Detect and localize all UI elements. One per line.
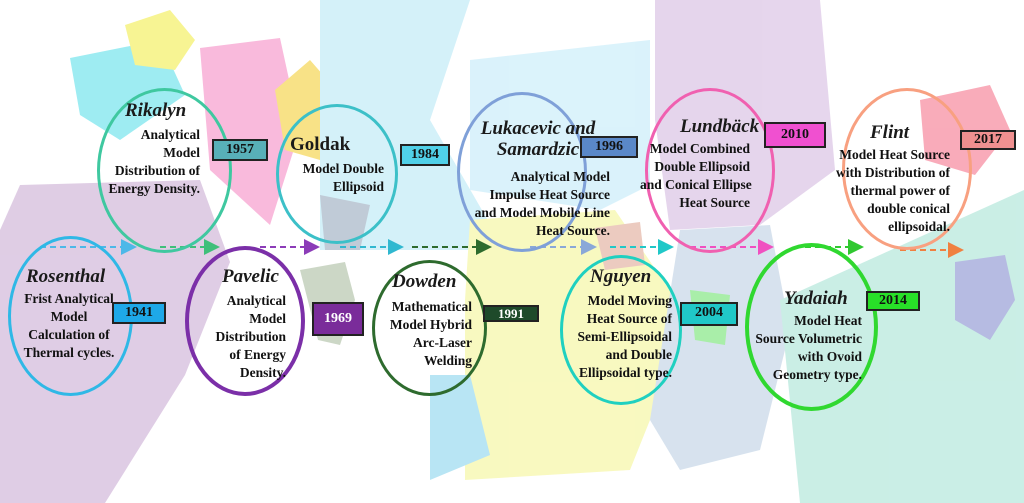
desc-line: Ellipsoidal type.	[578, 365, 672, 380]
year-badge-1957: 1957	[212, 139, 268, 161]
ring-pavelic	[185, 246, 305, 396]
desc-line: Heat Source	[679, 195, 750, 210]
desc-line: Model	[50, 309, 88, 324]
ring-yadaiah	[745, 243, 878, 411]
desc-line: Model Heat Source	[839, 147, 950, 162]
milestone-name-flint: Flint	[870, 122, 910, 143]
desc-line: Model Combined	[649, 141, 750, 156]
milestone-desc-yadaiah: Model Heat Source Volumetric with Ovoid …	[740, 312, 862, 384]
milestone-name-goldak: Goldak	[290, 134, 351, 155]
desc-line: Energy Density.	[108, 181, 200, 196]
desc-line: Ellipsoid	[332, 179, 384, 194]
year-badge-2004: 2004	[680, 302, 738, 326]
name-line: Lukacevic and	[480, 118, 596, 139]
desc-line: Heat Source of	[586, 311, 672, 326]
desc-line: Analytical Model	[510, 169, 610, 184]
year-badge-2017: 2017	[960, 130, 1016, 150]
ring-lundback	[645, 88, 775, 253]
desc-line: Mathematical	[391, 299, 472, 314]
year-badge-1991: 1991	[483, 305, 539, 322]
milestone-name-rosenthal: Rosenthal	[26, 266, 106, 287]
milestone-desc-pavelic: Analytical Model Distribution of Energy …	[190, 292, 286, 382]
desc-line: Heat Source.	[536, 223, 610, 238]
desc-line: Calculation of	[28, 327, 110, 342]
milestone-desc-lukacevic: Analytical Model Impulse Heat Source and…	[470, 168, 610, 240]
desc-line: Thermal cycles.	[23, 345, 115, 360]
desc-line: Model	[249, 311, 286, 326]
year-badge-1941: 1941	[112, 302, 166, 324]
ring-flint	[842, 88, 972, 250]
milestone-desc-goldak: Model Double Ellipsoid	[288, 160, 384, 196]
ring-rikalyn	[97, 88, 232, 253]
desc-line: Model Hybrid	[389, 317, 472, 332]
desc-line: Frist Analytical	[24, 291, 114, 306]
milestone-name-nguyen: Nguyen	[590, 266, 652, 287]
milestone-desc-flint: Model Heat Source with Distribution of t…	[828, 146, 950, 236]
milestone-desc-nguyen: Model Moving Heat Source of Semi-Ellipso…	[560, 292, 672, 382]
milestone-name-dowden: Dowden	[392, 271, 457, 292]
desc-line: Distribution of	[114, 163, 200, 178]
milestone-desc-lundback: Model Combined Double Ellipsoid and Coni…	[640, 140, 752, 212]
ring-nguyen	[560, 255, 682, 405]
desc-line: Welding	[423, 353, 472, 368]
desc-line: thermal power of	[850, 183, 950, 198]
desc-line: Geometry type.	[772, 367, 862, 382]
desc-line: and Conical Ellipse	[640, 177, 752, 192]
milestone-name-lundback: Lundbäck	[680, 116, 760, 137]
milestone-name-rikalyn: Rikalyn	[125, 100, 187, 121]
desc-line: Model Double	[302, 161, 384, 176]
desc-line: Analytical	[226, 293, 286, 308]
desc-line: Analytical	[140, 127, 200, 142]
desc-line: Semi-Ellipsoidal	[577, 329, 672, 344]
desc-line: Impulse Heat Source	[489, 187, 611, 202]
year-badge-2010: 2010	[764, 122, 826, 148]
year-badge-1984: 1984	[400, 144, 450, 166]
desc-line: with Distribution of	[835, 165, 950, 180]
desc-line: Model Moving	[587, 293, 672, 308]
desc-line: Source Volumetric	[755, 331, 862, 346]
desc-line: Model	[163, 145, 200, 160]
name-line: Samardzic	[496, 139, 580, 160]
milestone-desc-rosenthal: Frist Analytical Model Calculation of Th…	[14, 290, 124, 362]
year-badge-1969: 1969	[312, 302, 364, 336]
desc-line: Distribution	[215, 329, 286, 344]
desc-line: and Model Mobile Line	[474, 205, 610, 220]
desc-line: and Double	[605, 347, 672, 362]
desc-line: double conical	[867, 201, 950, 216]
milestone-name-pavelic: Pavelic	[222, 266, 279, 287]
ring-lukacevic	[457, 92, 587, 252]
desc-line: of Energy	[229, 347, 286, 362]
bg-shape	[955, 255, 1015, 340]
ring-goldak	[276, 104, 398, 244]
milestone-name-lukacevic: Lukacevic and Samardzic	[462, 118, 614, 160]
ring-dowden	[372, 260, 487, 396]
year-badge-2014: 2014	[866, 291, 920, 311]
milestone-name-yadaiah: Yadaiah	[784, 288, 848, 309]
desc-line: with Ovoid	[797, 349, 862, 364]
milestone-desc-rikalyn: Analytical Model Distribution of Energy …	[96, 126, 200, 198]
year-badge-1996: 1996	[580, 136, 638, 158]
desc-line: Double Ellipsoid	[654, 159, 750, 174]
bg-shape	[125, 10, 195, 70]
desc-line: Model Heat	[794, 313, 862, 328]
desc-line: ellipsoidal.	[888, 219, 950, 234]
bg-shape	[430, 375, 490, 480]
desc-line: Arc-Laser	[413, 335, 472, 350]
milestone-desc-dowden: Mathematical Model Hybrid Arc-Laser Weld…	[376, 298, 472, 370]
desc-line: Density.	[239, 365, 286, 380]
